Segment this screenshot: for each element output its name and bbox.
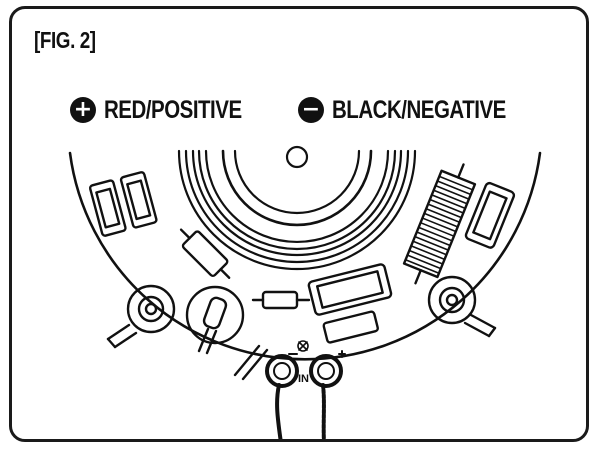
lower-resistor [322, 310, 379, 344]
potentiometer [185, 285, 245, 355]
trace-line [241, 348, 269, 381]
minus-circle-icon: − [298, 97, 324, 123]
legend-negative: − BLACK/NEGATIVE [298, 93, 544, 127]
right-terminal-pad [427, 275, 497, 338]
lead-wire-red [321, 383, 326, 439]
right-resistor [464, 181, 516, 249]
board-outline [68, 151, 542, 361]
inductor-coil [402, 163, 477, 285]
input-label: IN [298, 373, 309, 385]
plus-circle-icon: + [70, 97, 96, 123]
small-capacitor [179, 228, 231, 279]
legend-positive: + RED/POSITIVE [70, 93, 272, 127]
screw-mark [297, 340, 309, 352]
driver-rings [177, 145, 417, 271]
polarity-legend: + RED/POSITIVE − BLACK/NEGATIVE [70, 93, 540, 127]
large-capacitor [307, 263, 393, 316]
lead-wire-black [275, 383, 283, 439]
center-resistor [251, 290, 311, 310]
figure-label: [FIG. 2] [34, 27, 96, 53]
crossover-board-diagram: IN [68, 145, 542, 439]
left-terminal-pad [106, 284, 176, 349]
legend-positive-label: RED/POSITIVE [104, 95, 242, 124]
legend-negative-label: BLACK/NEGATIVE [332, 95, 506, 124]
trace-line [233, 344, 261, 377]
input-terminal-positive [309, 350, 346, 388]
input-terminal-negative [265, 353, 299, 388]
figure-frame: [FIG. 2] + RED/POSITIVE − BLACK/NEGATIVE [9, 6, 589, 442]
resistor-pair [88, 171, 158, 237]
